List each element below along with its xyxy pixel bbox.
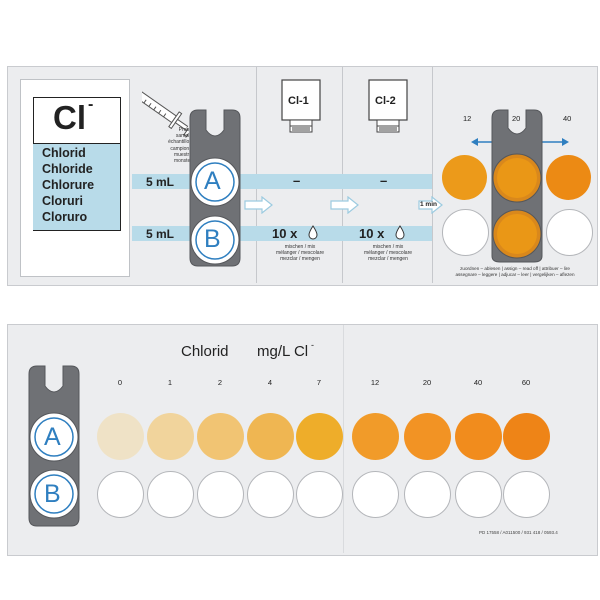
compare-empty-circle xyxy=(546,209,593,256)
element-name-fr: Chlorure xyxy=(42,178,95,192)
mix-caption-line: mélanger / mescolare xyxy=(275,250,325,257)
reagent-label-2: Cl-2 xyxy=(375,95,396,107)
card-fold-line xyxy=(343,325,344,553)
compare-circle-12 xyxy=(442,155,487,200)
element-name-it: Cloruri xyxy=(42,194,83,208)
cell-b-label: B xyxy=(204,225,221,253)
element-symbol: Cl xyxy=(53,99,86,136)
step3-row-a: – xyxy=(380,173,388,188)
comparator-holder xyxy=(189,109,241,267)
mix-caption-line: mezclar / mengen xyxy=(280,256,320,263)
product-code: PD 17558 / A011500 / 931 418 / 0593.4 xyxy=(479,530,558,535)
sample-label: Probe sample échantillon campione muestr… xyxy=(160,127,192,164)
step2-row-b: 10 x xyxy=(272,226,298,241)
compare-caption: zuordnen – ablesen | assign – read off |… xyxy=(434,266,596,278)
comparator-holder-scale xyxy=(28,365,80,527)
sample-label-line: sample xyxy=(175,133,192,140)
step2-row-a: – xyxy=(293,173,301,188)
step3-row-b: 10 x xyxy=(359,226,385,241)
compare-caption-line: zuordnen – ablesen | assign – read off |… xyxy=(460,266,570,271)
drop-icon xyxy=(308,225,318,240)
compare-empty-circle xyxy=(442,209,489,256)
element-names-box xyxy=(33,143,120,230)
compare-caption-line: assegnare – leggere | adjucar – leer | v… xyxy=(455,272,575,278)
compare-circle-40 xyxy=(546,155,591,200)
scale-cell-b-label: B xyxy=(44,480,61,508)
section-divider xyxy=(432,67,433,283)
chart-unit-charge: - xyxy=(311,340,314,350)
wait-time: 1 min xyxy=(420,201,437,208)
reagent-bottle-icon xyxy=(368,79,408,133)
sample-label-line: muestra xyxy=(173,151,192,158)
sample-label-line: échantillon xyxy=(168,139,192,146)
comparator-holder-compare xyxy=(491,109,543,263)
reagent-bottle-icon xyxy=(281,79,321,133)
arrow-right-icon xyxy=(244,196,273,214)
mix-caption: mischen / mix mélanger / mescolare mezcl… xyxy=(270,244,330,263)
chart-unit: mg/L Cl xyxy=(257,343,309,360)
sample-label-line: monster xyxy=(173,158,192,165)
volume-b: 5 mL xyxy=(146,227,175,241)
compare-value-20: 20 xyxy=(512,114,521,123)
mix-caption: mischen / mix mélanger / mescolare mezcl… xyxy=(358,244,418,263)
syringe-icon xyxy=(142,90,188,138)
cell-a-label: A xyxy=(204,167,221,195)
mix-caption-line: mezclar / mengen xyxy=(368,256,408,263)
sample-label-line: Probe xyxy=(178,127,192,133)
mix-caption-line: mischen / mix xyxy=(372,244,404,250)
reagent-label-1: Cl-1 xyxy=(288,95,309,107)
element-name-en: Chloride xyxy=(42,162,93,176)
compare-value-40: 40 xyxy=(563,114,572,123)
scale-cell-a-label: A xyxy=(44,423,61,451)
volume-a: 5 mL xyxy=(146,175,175,189)
mix-caption-line: mischen / mix xyxy=(284,244,316,250)
element-name-de: Chlorid xyxy=(42,146,86,160)
element-name-es: Cloruro xyxy=(42,210,88,224)
arrow-right-icon xyxy=(330,196,359,214)
element-charge: - xyxy=(88,96,94,113)
compare-value-12: 12 xyxy=(463,114,472,123)
arrow-right-icon xyxy=(418,196,443,214)
chart-title: Chlorid xyxy=(181,343,229,360)
mix-caption-line: mélanger / mescolare xyxy=(363,250,413,257)
drop-icon xyxy=(395,225,405,240)
sample-label-line: campione xyxy=(170,145,192,152)
